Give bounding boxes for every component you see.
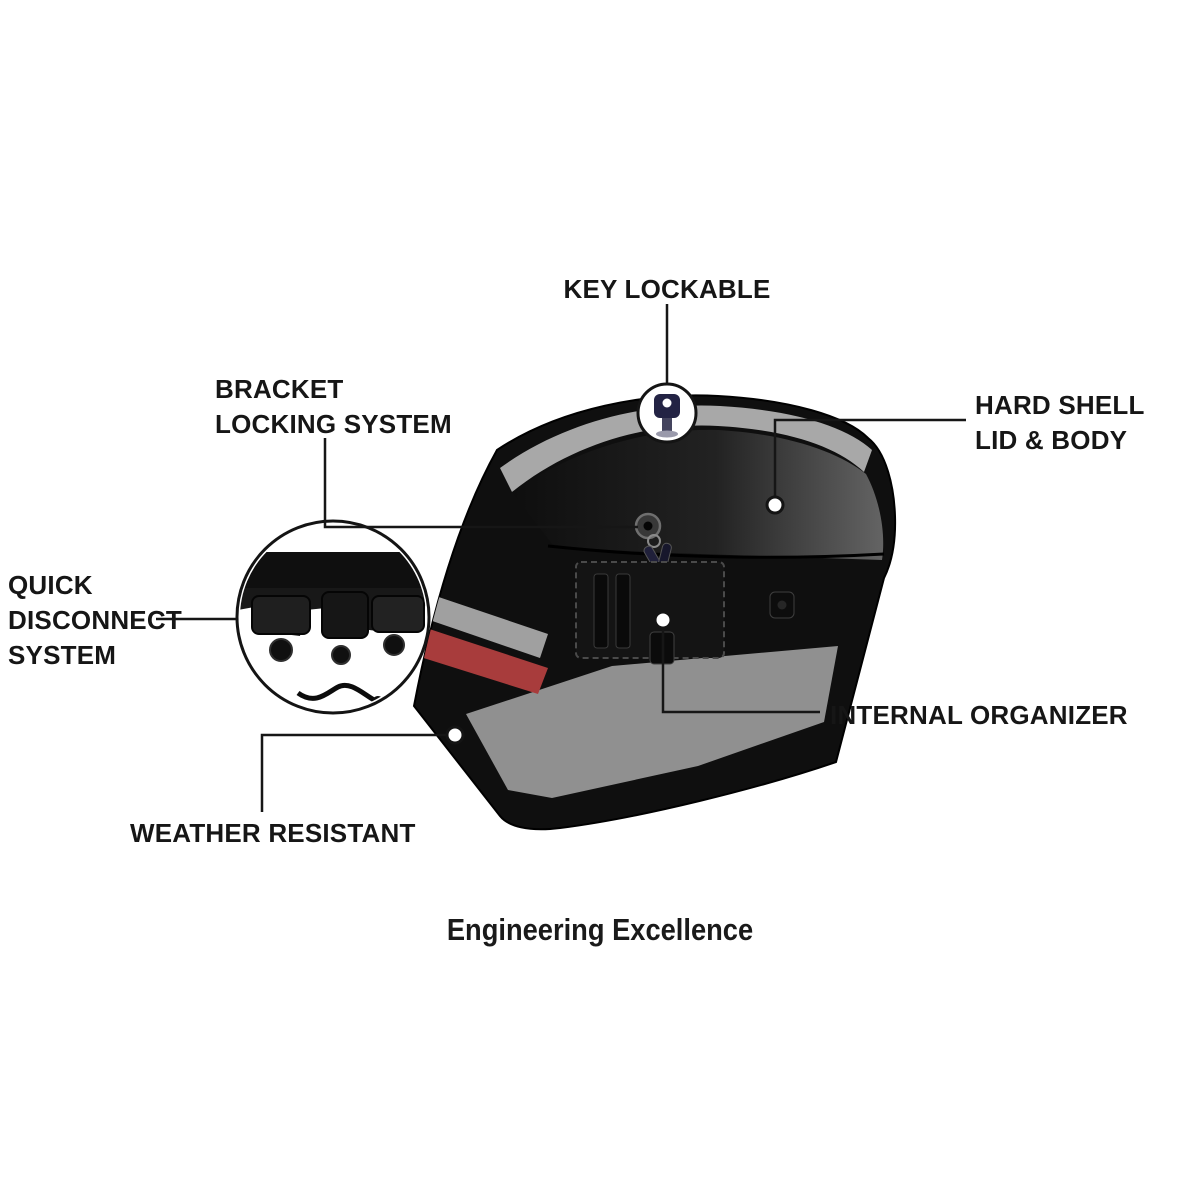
callout-label-key-lockable: KEY LOCKABLE xyxy=(563,274,771,304)
callout-line-weather-resistant xyxy=(260,733,447,812)
marker-weather-resistant xyxy=(445,725,465,745)
label-line: SYSTEM xyxy=(8,640,117,671)
bracket-hardware xyxy=(240,552,426,708)
key-lockable-badge xyxy=(636,382,698,444)
callout-line-hard-shell xyxy=(773,418,966,497)
marker-hard-shell xyxy=(765,495,785,515)
keyhole-icon xyxy=(634,512,662,540)
body-reflection xyxy=(466,646,838,798)
label-line: QUICK xyxy=(8,570,93,600)
callout-label-internal-organizer: INTERNAL ORGANIZER xyxy=(830,700,1128,730)
callout-label-quick-disconnect-system: QUICK DISCONNECT SYSTEM xyxy=(8,568,182,673)
callout-label-weather-resistant: WEATHER RESISTANT xyxy=(130,818,416,848)
key-icon xyxy=(654,394,680,438)
red-accent-stripe xyxy=(414,622,548,694)
saddlebag-illustration xyxy=(412,394,897,831)
label-line: LID & BODY xyxy=(975,425,1128,456)
label-line: DISCONNECT xyxy=(8,605,182,636)
callout-label-bracket-locking-system: BRACKET LOCKING SYSTEM xyxy=(215,372,452,442)
callout-lines xyxy=(156,304,966,812)
caption-engineering-excellence: Engineering Excellence xyxy=(446,912,754,947)
internal-organizer-pocket xyxy=(575,561,725,665)
top-trim-stripe xyxy=(500,405,872,492)
marker-internal-organizer xyxy=(653,610,673,630)
lid-knob xyxy=(769,591,795,619)
callout-markers xyxy=(445,495,785,745)
mounting-bracket-inset xyxy=(235,519,431,715)
label-line: HARD SHELL xyxy=(975,390,1145,420)
callout-line-internal-organizer xyxy=(661,628,820,714)
lid-seam xyxy=(547,544,885,559)
silver-accent-stripe xyxy=(414,592,548,658)
callout-line-bracket-locking xyxy=(323,438,638,529)
label-line: BRACKET xyxy=(215,374,344,404)
callout-label-hard-shell-lid-body: HARD SHELL LID & BODY xyxy=(975,388,1145,458)
bracket-cable xyxy=(296,683,376,703)
label-line: LOCKING SYSTEM xyxy=(215,409,452,440)
